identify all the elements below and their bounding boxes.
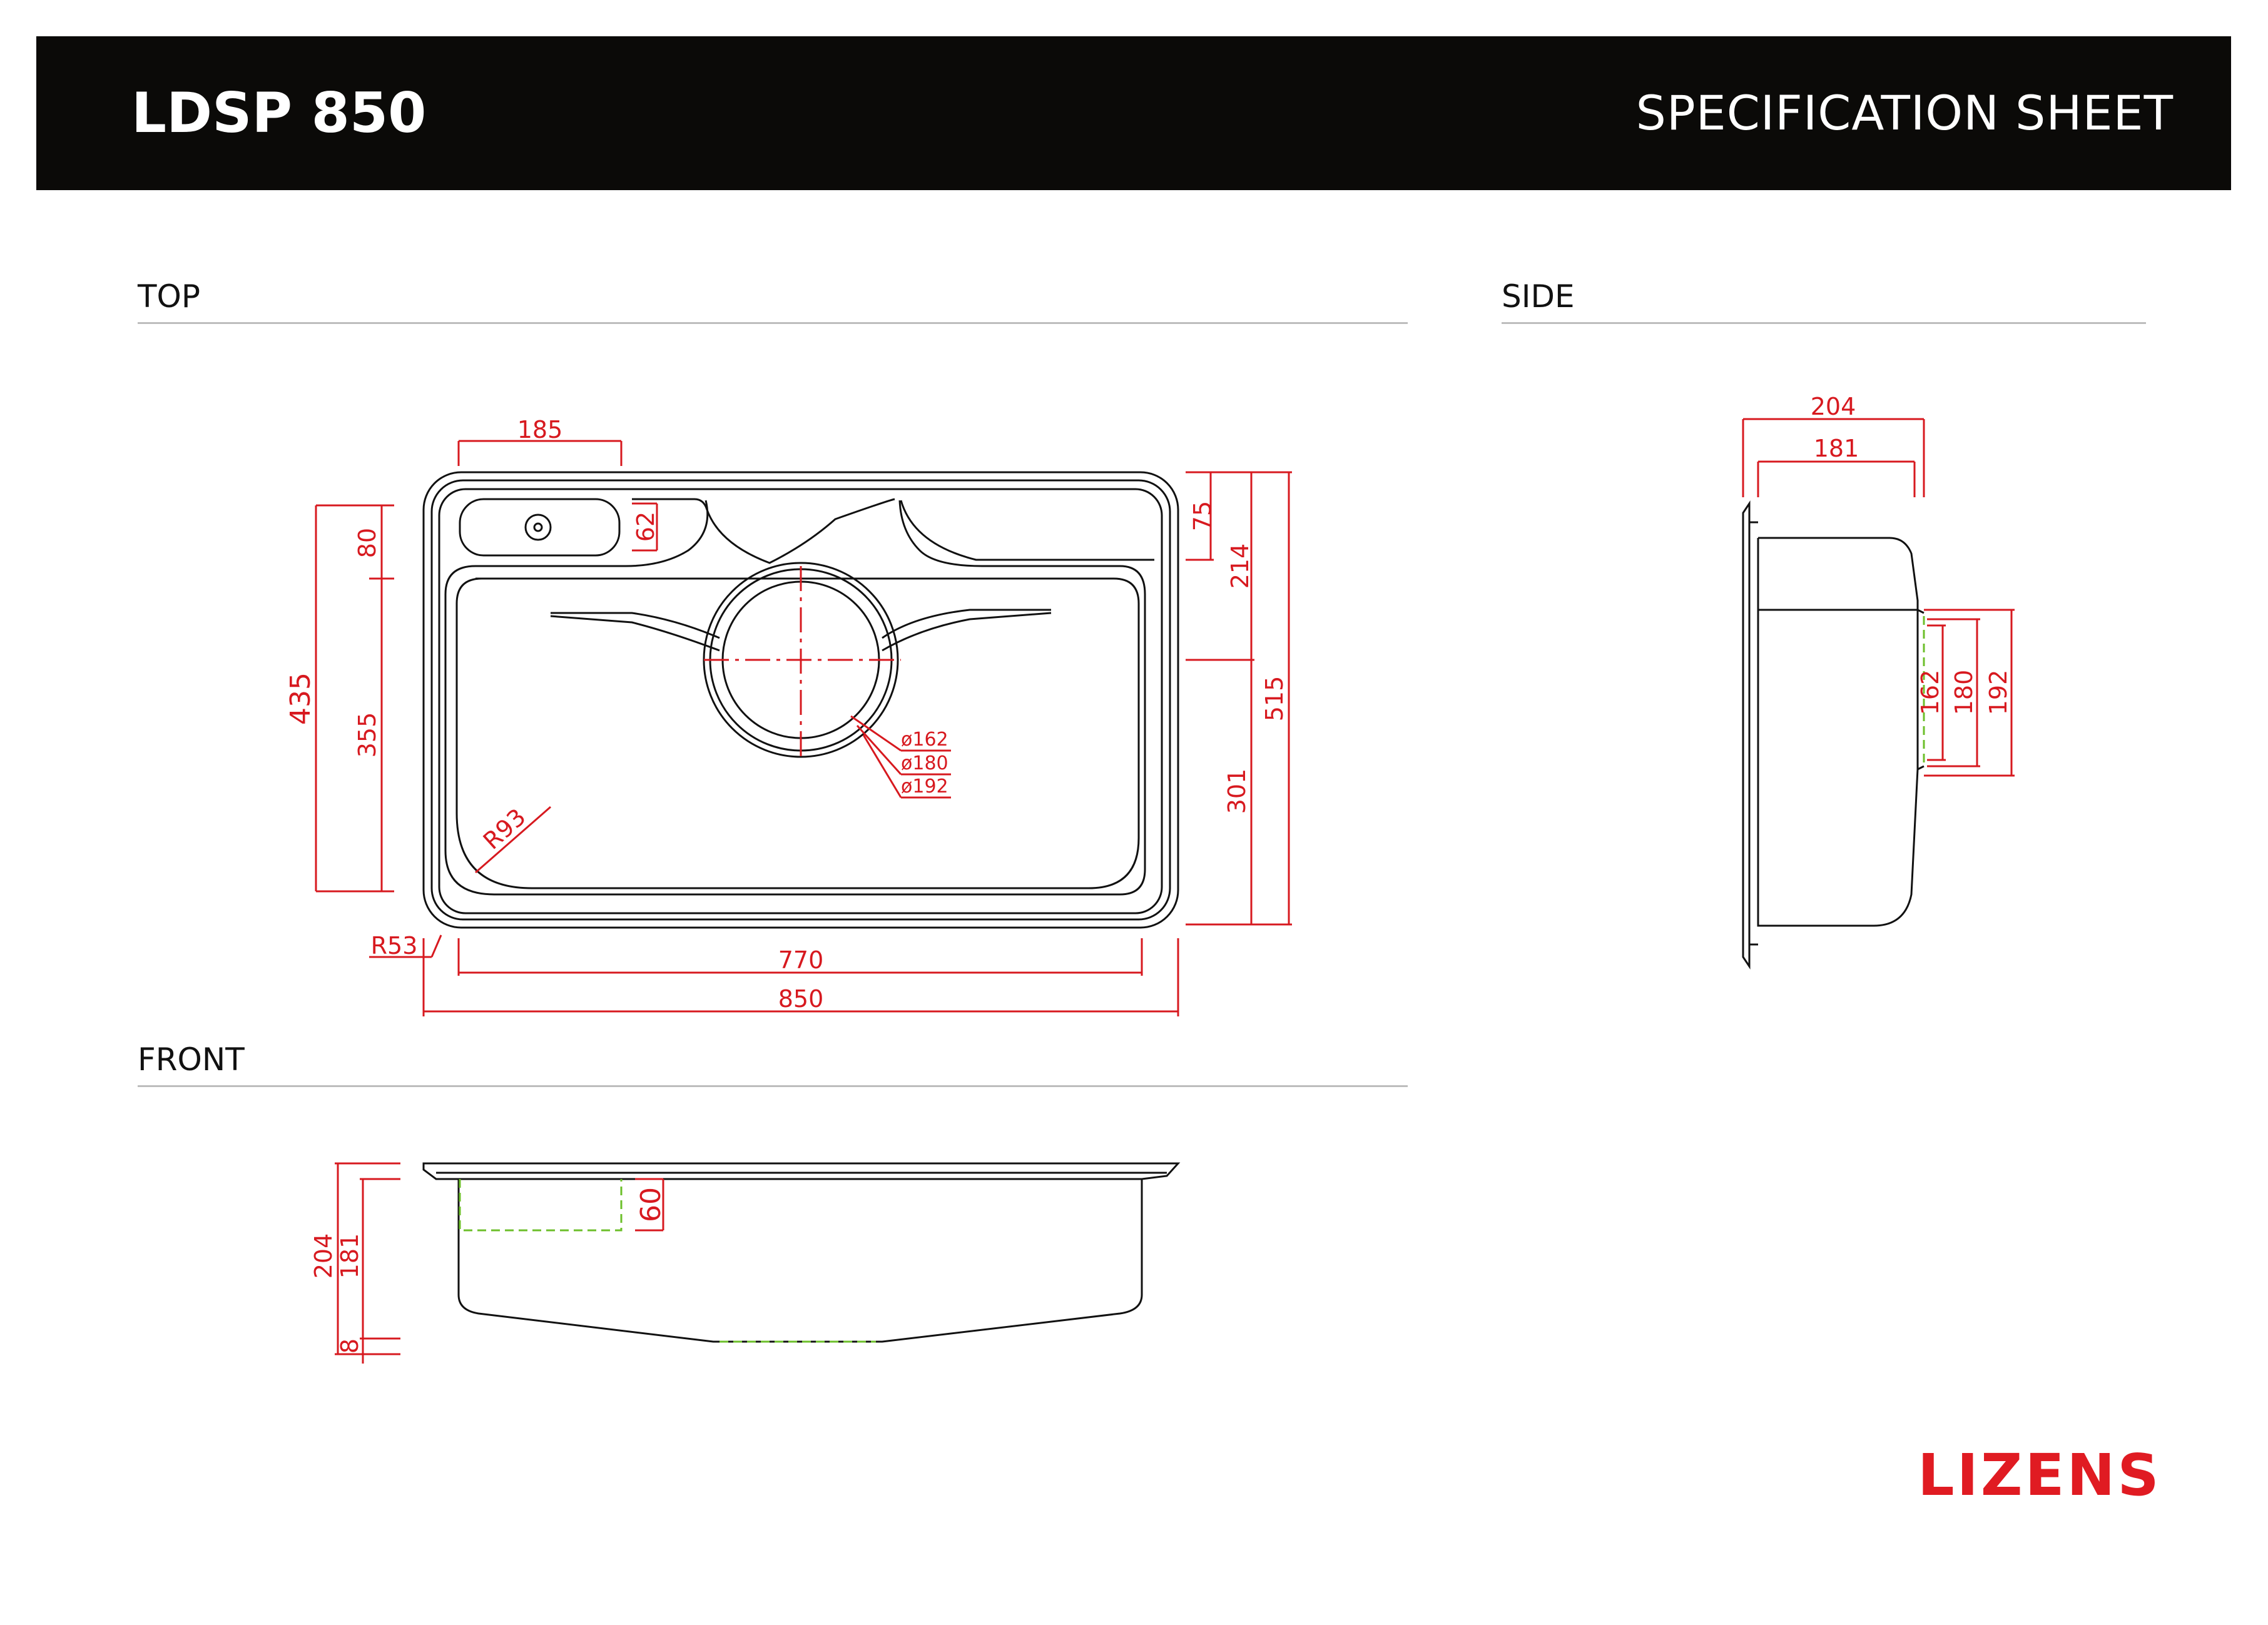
brand-logo: LIZENS <box>1918 1442 2162 1509</box>
section-title-front: FRONT <box>138 1041 245 1078</box>
dim-d162: ø162 <box>901 729 948 751</box>
front-dim-204: 204 <box>310 1233 337 1279</box>
soap-hole-icon <box>524 514 552 541</box>
top-view-outline <box>422 471 1179 929</box>
top-view-labels: 185 62 75 214 80 435 355 515 301 ø162 ø1… <box>285 416 1288 1013</box>
front-view-labels: 204 181 8 60 <box>310 1187 667 1354</box>
front-view-hidden-lines <box>459 1179 876 1343</box>
model-name: LDSP 850 <box>131 81 427 145</box>
dim-62: 62 <box>632 512 659 542</box>
dim-d192: ø192 <box>901 776 948 797</box>
side-view-labels: 204 181 162 180 192 <box>1811 393 2012 715</box>
side-view-dimensions <box>1742 418 2015 777</box>
side-dim-181: 181 <box>1814 435 1859 462</box>
front-view-outline <box>422 1162 1181 1343</box>
side-dim-204: 204 <box>1811 393 1856 420</box>
front-dim-8: 8 <box>336 1339 364 1354</box>
side-dim-192: 192 <box>1985 670 2012 716</box>
front-dim-60: 60 <box>635 1187 667 1222</box>
section-rule-side <box>1502 322 2146 324</box>
dim-r93: R93 <box>478 803 531 855</box>
side-dim-162: 162 <box>1916 670 1944 716</box>
dim-850: 850 <box>778 985 824 1013</box>
section-rule-front <box>138 1085 1408 1087</box>
section-rule-top <box>138 322 1408 324</box>
dim-75: 75 <box>1189 501 1216 531</box>
section-title-top: TOP <box>138 278 201 315</box>
section-title-side: SIDE <box>1502 278 1575 315</box>
dim-301: 301 <box>1223 769 1251 814</box>
front-view-dimensions <box>335 1162 664 1364</box>
header-bar: LDSP 850 SPECIFICATION SHEET <box>36 36 2231 190</box>
dim-d180: ø180 <box>901 752 948 774</box>
dim-80: 80 <box>353 528 381 558</box>
sheet-title: SPECIFICATION SHEET <box>1635 85 2174 141</box>
drain-centerlines <box>704 566 901 760</box>
side-view-outline <box>1742 500 1925 969</box>
dim-r53: R53 <box>371 932 418 959</box>
dim-770: 770 <box>778 946 824 974</box>
dim-185: 185 <box>517 416 563 443</box>
dim-435: 435 <box>285 672 317 725</box>
side-dim-180: 180 <box>1950 670 1978 716</box>
dim-515: 515 <box>1261 676 1288 722</box>
front-dim-181: 181 <box>336 1233 364 1279</box>
dim-355: 355 <box>353 712 381 758</box>
dim-214: 214 <box>1226 544 1254 589</box>
top-view-dimensions <box>315 440 1292 1016</box>
